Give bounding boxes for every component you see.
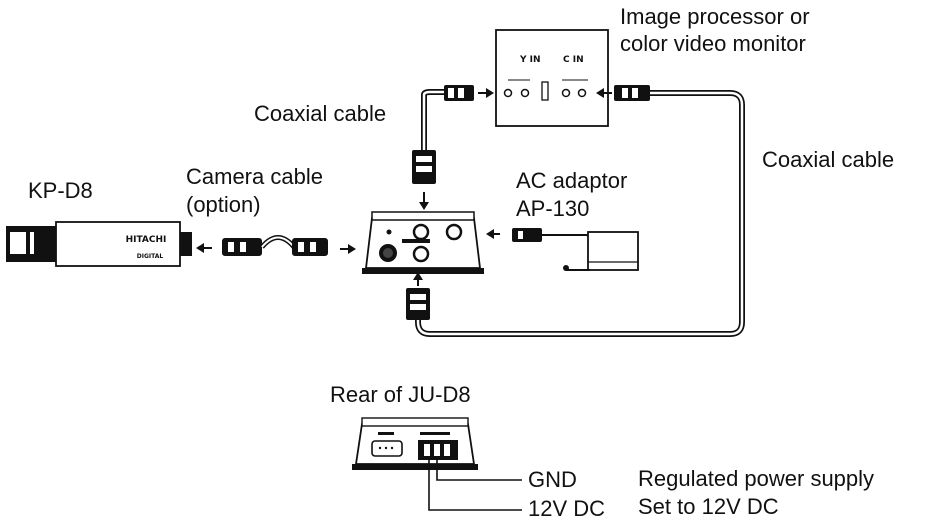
- label-image-processor-line2: color video monitor: [620, 31, 806, 56]
- processor-led: [386, 229, 392, 235]
- label-ac-adaptor-line2: AP-130: [516, 196, 590, 221]
- ac-adaptor: [512, 228, 639, 271]
- processor-c-out-jack: [412, 245, 430, 263]
- label-coaxial-cable-left: Coaxial cable: [254, 101, 387, 126]
- label-gnd: GND: [528, 467, 577, 492]
- arrow-to-monitor-c: [596, 88, 612, 98]
- monitor-c-in-label: C IN: [563, 55, 584, 65]
- coaxial-cable-left: [412, 85, 474, 184]
- label-rear-title: Rear of JU-D8: [330, 382, 471, 407]
- ac-adaptor-body: [587, 231, 639, 271]
- monitor-c-out-jack: [577, 88, 587, 98]
- camera-kp-d8: HITACHI DIGITAL: [6, 221, 192, 267]
- label-12v-dc: 12V DC: [528, 496, 606, 521]
- monitor-box: Y IN C IN: [495, 29, 609, 127]
- processor-dc-in-jack: [445, 223, 463, 241]
- label-image-processor-line1: Image processor or: [620, 4, 810, 29]
- camera-cable: [222, 235, 328, 256]
- label-coaxial-cable-right: Coaxial cable: [762, 147, 895, 172]
- arrow-up-to-processor: [413, 272, 423, 286]
- arrow-cable-to-processor: [340, 244, 356, 254]
- label-power-supply-line2: Set to 12V DC: [638, 494, 779, 519]
- label-power-supply-line1: Regulated power supply: [638, 466, 875, 491]
- monitor-y-in-label: Y IN: [519, 55, 541, 65]
- monitor-y-in-jack: [503, 88, 513, 98]
- processor-rear: [352, 417, 478, 470]
- camera-connector: [180, 232, 192, 256]
- arrow-adaptor-to-processor: [486, 229, 500, 239]
- camera-body: [55, 221, 181, 267]
- label-ac-adaptor-line1: AC adaptor: [516, 168, 628, 193]
- monitor-switch: [541, 81, 549, 101]
- arrow-to-monitor-y: [478, 88, 494, 98]
- label-camera-cable-line2: (option): [186, 192, 261, 217]
- monitor-y-out-jack: [520, 88, 530, 98]
- camera-brand-label: HITACHI: [126, 235, 167, 245]
- ac-adaptor-plug: [512, 228, 542, 242]
- label-camera-cable-line1: Camera cable: [186, 164, 323, 189]
- camera-sub-label: DIGITAL: [137, 253, 164, 260]
- power-wires: [428, 458, 522, 511]
- label-camera-name: KP-D8: [28, 178, 93, 203]
- coaxial-cable-right: [406, 85, 745, 337]
- monitor-c-in-jack: [561, 88, 571, 98]
- camera-processor-front: [362, 211, 484, 274]
- arrow-to-camera: [196, 243, 212, 253]
- arrow-down-to-processor: [419, 192, 429, 210]
